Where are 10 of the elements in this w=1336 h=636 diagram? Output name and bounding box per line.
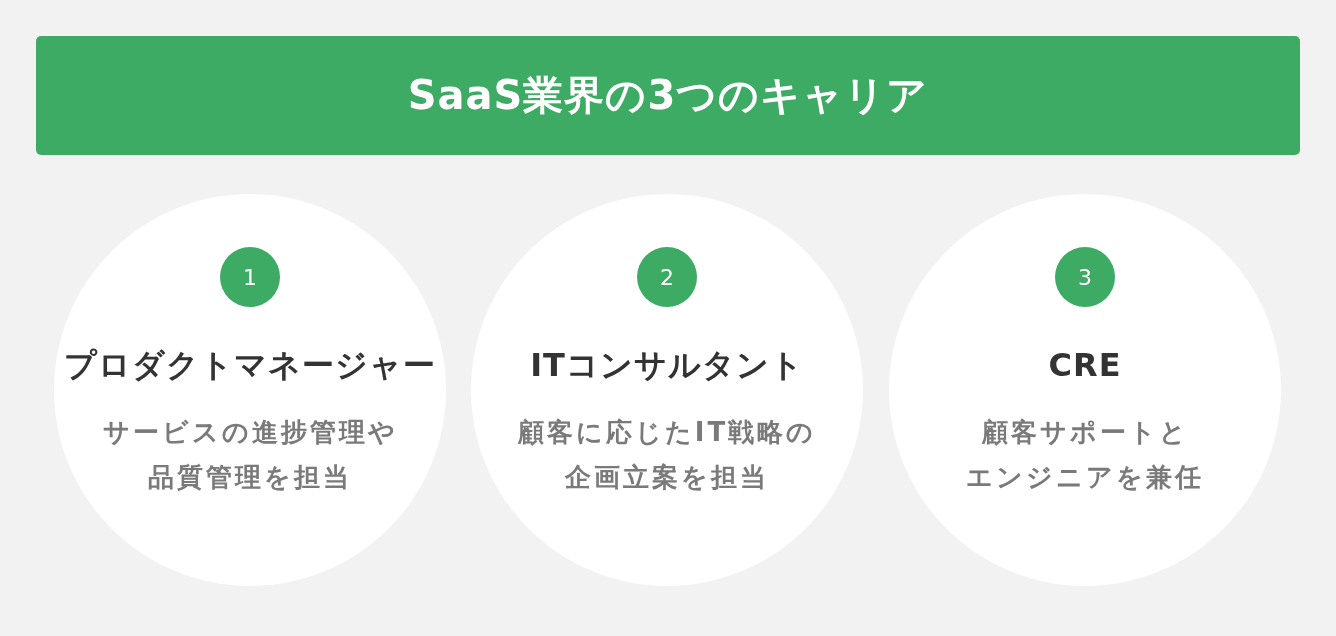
diagram-title: SaaS業界の3つのキャリア [407, 71, 929, 120]
role-title: ITコンサルタント [530, 345, 804, 386]
role-description: サービスの進捗管理や品質管理を担当 [102, 416, 398, 494]
role-description: 顧客に応じたIT戦略の企画立案を担当 [517, 416, 817, 494]
step-number-badge: 1 [220, 247, 280, 307]
role-title: プロダクトマネージャー [64, 345, 436, 386]
role-title: CRE [1048, 345, 1122, 386]
role-description: 顧客サポートとエンジニアを兼任 [966, 416, 1204, 494]
step-number-badge: 2 [637, 247, 697, 307]
step-number-badge: 3 [1055, 247, 1115, 307]
